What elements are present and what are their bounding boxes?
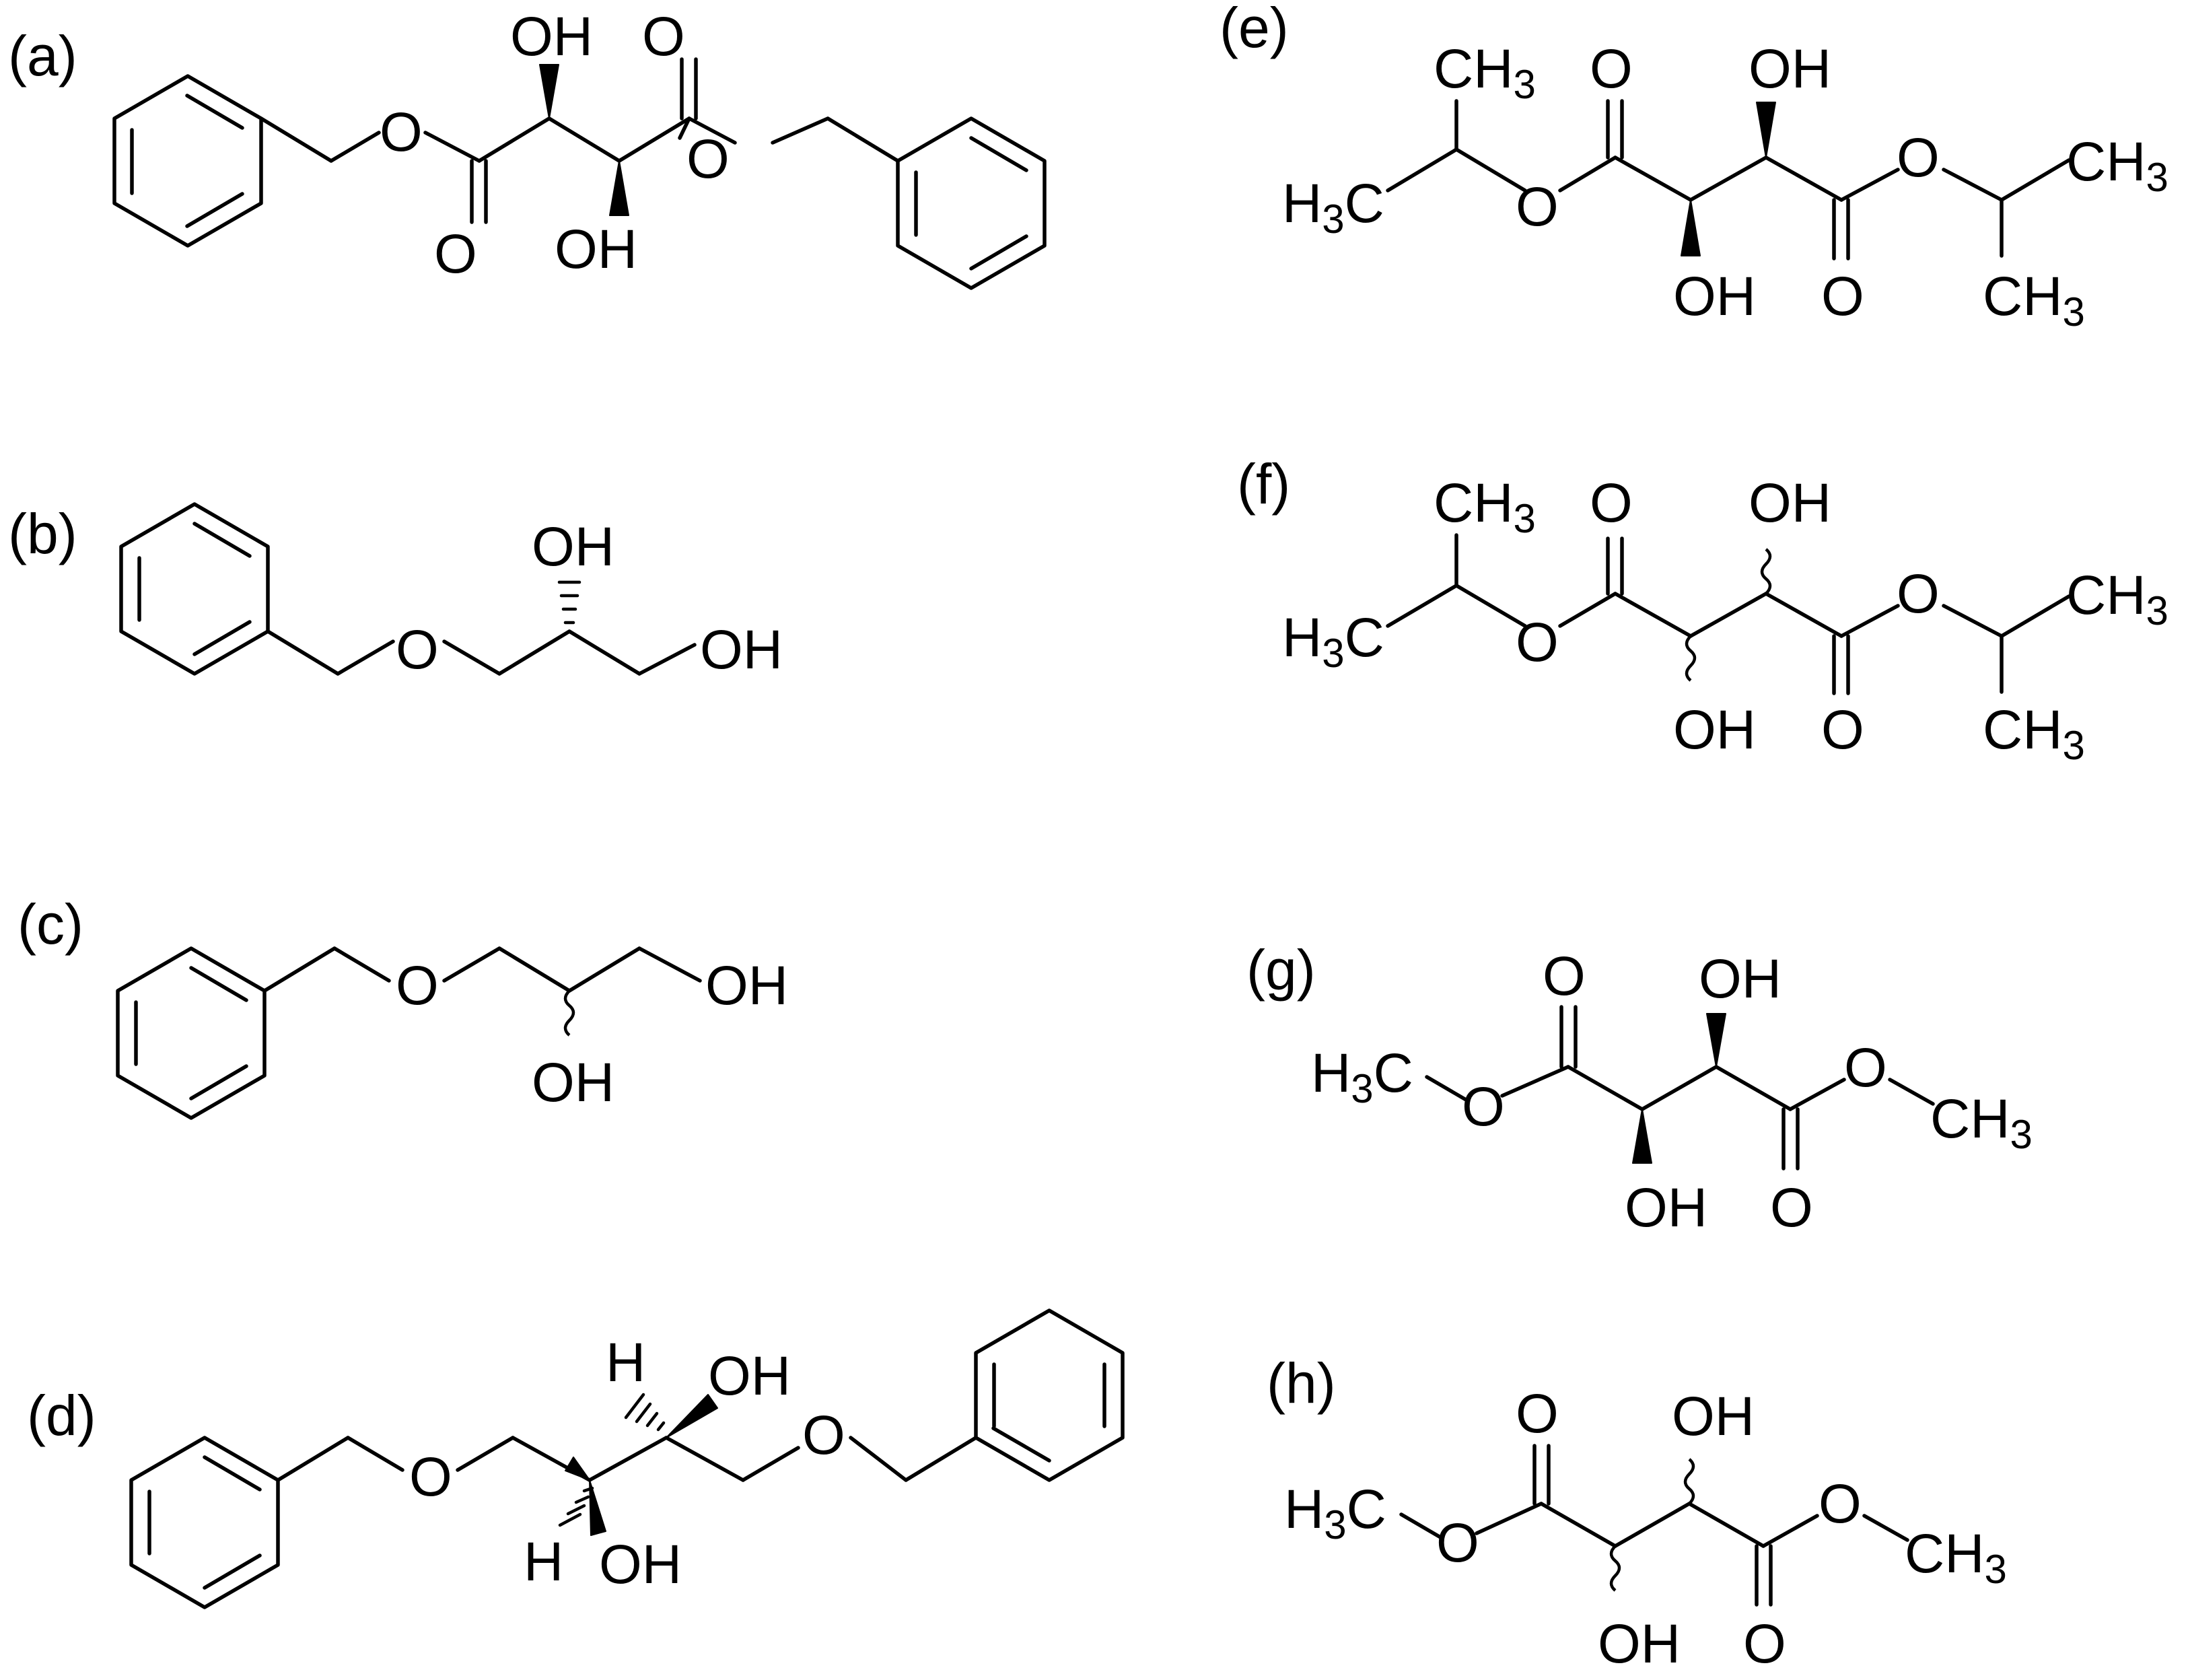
structure-g: H3C O O OH OH O O CH3 bbox=[1311, 946, 2033, 1238]
structure-d: O H OH H OH O bbox=[129, 1308, 1125, 1609]
atom-o-a4: O bbox=[686, 129, 730, 190]
atom-oh-b1: OH bbox=[532, 516, 614, 578]
atom-oh-b2: OH bbox=[700, 619, 783, 680]
atom-oh-f1: OH bbox=[1673, 699, 1756, 761]
hashed-bond-b bbox=[557, 580, 581, 625]
benzene-ring-a-left bbox=[112, 74, 263, 248]
benzene-ring-c bbox=[116, 946, 267, 1120]
atom-o-e1: O bbox=[1516, 176, 1559, 238]
label-c: (c) bbox=[17, 893, 83, 956]
atom-ch3-f1: CH3 bbox=[1434, 473, 1536, 541]
atom-oh-c2: OH bbox=[705, 955, 788, 1016]
atom-o-d2: O bbox=[802, 1405, 845, 1466]
label-h: (h) bbox=[1267, 1352, 1336, 1415]
atom-oh-e2: OH bbox=[1749, 38, 1831, 100]
atom-ch3-h1: CH3 bbox=[1905, 1523, 2007, 1592]
benzene-ring-d-right bbox=[974, 1308, 1125, 1482]
atom-oh-d2: OH bbox=[708, 1345, 791, 1407]
atom-o-h1: O bbox=[1436, 1512, 1479, 1574]
wavy-bond-h1 bbox=[1609, 1545, 1621, 1592]
atom-o-d1: O bbox=[409, 1446, 452, 1508]
atom-o-g4: O bbox=[1844, 1037, 1887, 1098]
structure-a: O O OH OH O O bbox=[112, 6, 1047, 290]
structure-h: H3C O O OH OH O O CH3 bbox=[1284, 1383, 2007, 1675]
wavy-bond-f2 bbox=[1760, 548, 1772, 595]
atom-o-f1: O bbox=[1516, 612, 1559, 673]
benzene-ring-d-left bbox=[129, 1436, 280, 1609]
atom-o-a2: O bbox=[434, 223, 477, 285]
wavy-bond-f1 bbox=[1685, 635, 1697, 682]
atom-h3c-e1: H3C bbox=[1282, 173, 1384, 242]
atom-o-a1: O bbox=[380, 102, 423, 163]
atom-h-d2: H bbox=[606, 1332, 645, 1393]
atom-oh-g2: OH bbox=[1699, 948, 1781, 1010]
atom-o-c1: O bbox=[396, 955, 439, 1016]
hashed-bond-d1 bbox=[558, 1486, 594, 1527]
atom-h-d1: H bbox=[524, 1531, 563, 1593]
atom-ch3-e2: CH3 bbox=[2066, 131, 2168, 200]
atom-oh-h1: OH bbox=[1598, 1613, 1681, 1675]
benzene-ring-b bbox=[119, 502, 270, 676]
atom-h3c-f1: H3C bbox=[1282, 607, 1384, 676]
atom-ch3-f3: CH3 bbox=[1983, 699, 2085, 768]
atom-h3c-h1: H3C bbox=[1284, 1479, 1386, 1547]
atom-oh-a2: OH bbox=[555, 219, 637, 280]
atom-oh-h2: OH bbox=[1672, 1386, 1755, 1447]
atom-o-f4: O bbox=[1897, 563, 1940, 625]
atom-o-h3: O bbox=[1743, 1613, 1786, 1675]
atom-o-g3: O bbox=[1770, 1177, 1813, 1238]
structure-c: O OH OH bbox=[116, 946, 788, 1120]
atom-ch3-e3: CH3 bbox=[1983, 266, 2085, 335]
hashed-bond-d2 bbox=[624, 1393, 666, 1432]
label-g: (g) bbox=[1246, 938, 1316, 1002]
atom-ch3-f2: CH3 bbox=[2066, 565, 2168, 633]
label-d: (d) bbox=[27, 1384, 96, 1447]
atom-oh-d1: OH bbox=[599, 1534, 682, 1595]
atom-ch3-g1: CH3 bbox=[1930, 1088, 2033, 1157]
wavy-bond-h2 bbox=[1683, 1458, 1695, 1505]
atom-h3c-g1: H3C bbox=[1311, 1043, 1413, 1111]
benzene-ring-a-right bbox=[896, 116, 1047, 290]
atom-o-e3: O bbox=[1821, 266, 1864, 327]
atom-o-g2: O bbox=[1543, 946, 1586, 1007]
atom-o-e4: O bbox=[1897, 127, 1940, 188]
atom-o-e2: O bbox=[1590, 38, 1633, 100]
structure-e: CH3 H3C O O OH OH O O CH3 CH3 bbox=[1282, 38, 2168, 335]
atom-o-f2: O bbox=[1590, 473, 1633, 534]
label-f: (f) bbox=[1237, 452, 1290, 516]
structure-f: CH3 H3C O O OH OH O O CH3 CH3 bbox=[1282, 473, 2168, 768]
atom-oh-a1: OH bbox=[510, 6, 593, 67]
atom-oh-f2: OH bbox=[1749, 473, 1831, 534]
atom-o-f3: O bbox=[1821, 699, 1864, 761]
structure-b: O OH OH bbox=[119, 502, 783, 680]
atom-o-g1: O bbox=[1462, 1076, 1505, 1138]
atom-o-a3: O bbox=[642, 6, 685, 67]
label-e: (e) bbox=[1220, 0, 1289, 59]
atom-o-b1: O bbox=[396, 619, 439, 680]
label-b: (b) bbox=[8, 502, 77, 565]
label-a: (a) bbox=[8, 24, 77, 88]
atom-oh-e1: OH bbox=[1673, 266, 1756, 327]
atom-o-h4: O bbox=[1819, 1473, 1862, 1535]
atom-ch3-e1: CH3 bbox=[1434, 38, 1536, 107]
wavy-bond-c bbox=[563, 989, 575, 1037]
atom-o-h2: O bbox=[1516, 1383, 1559, 1444]
atom-oh-c1: OH bbox=[532, 1052, 614, 1113]
atom-oh-g1: OH bbox=[1625, 1177, 1707, 1238]
